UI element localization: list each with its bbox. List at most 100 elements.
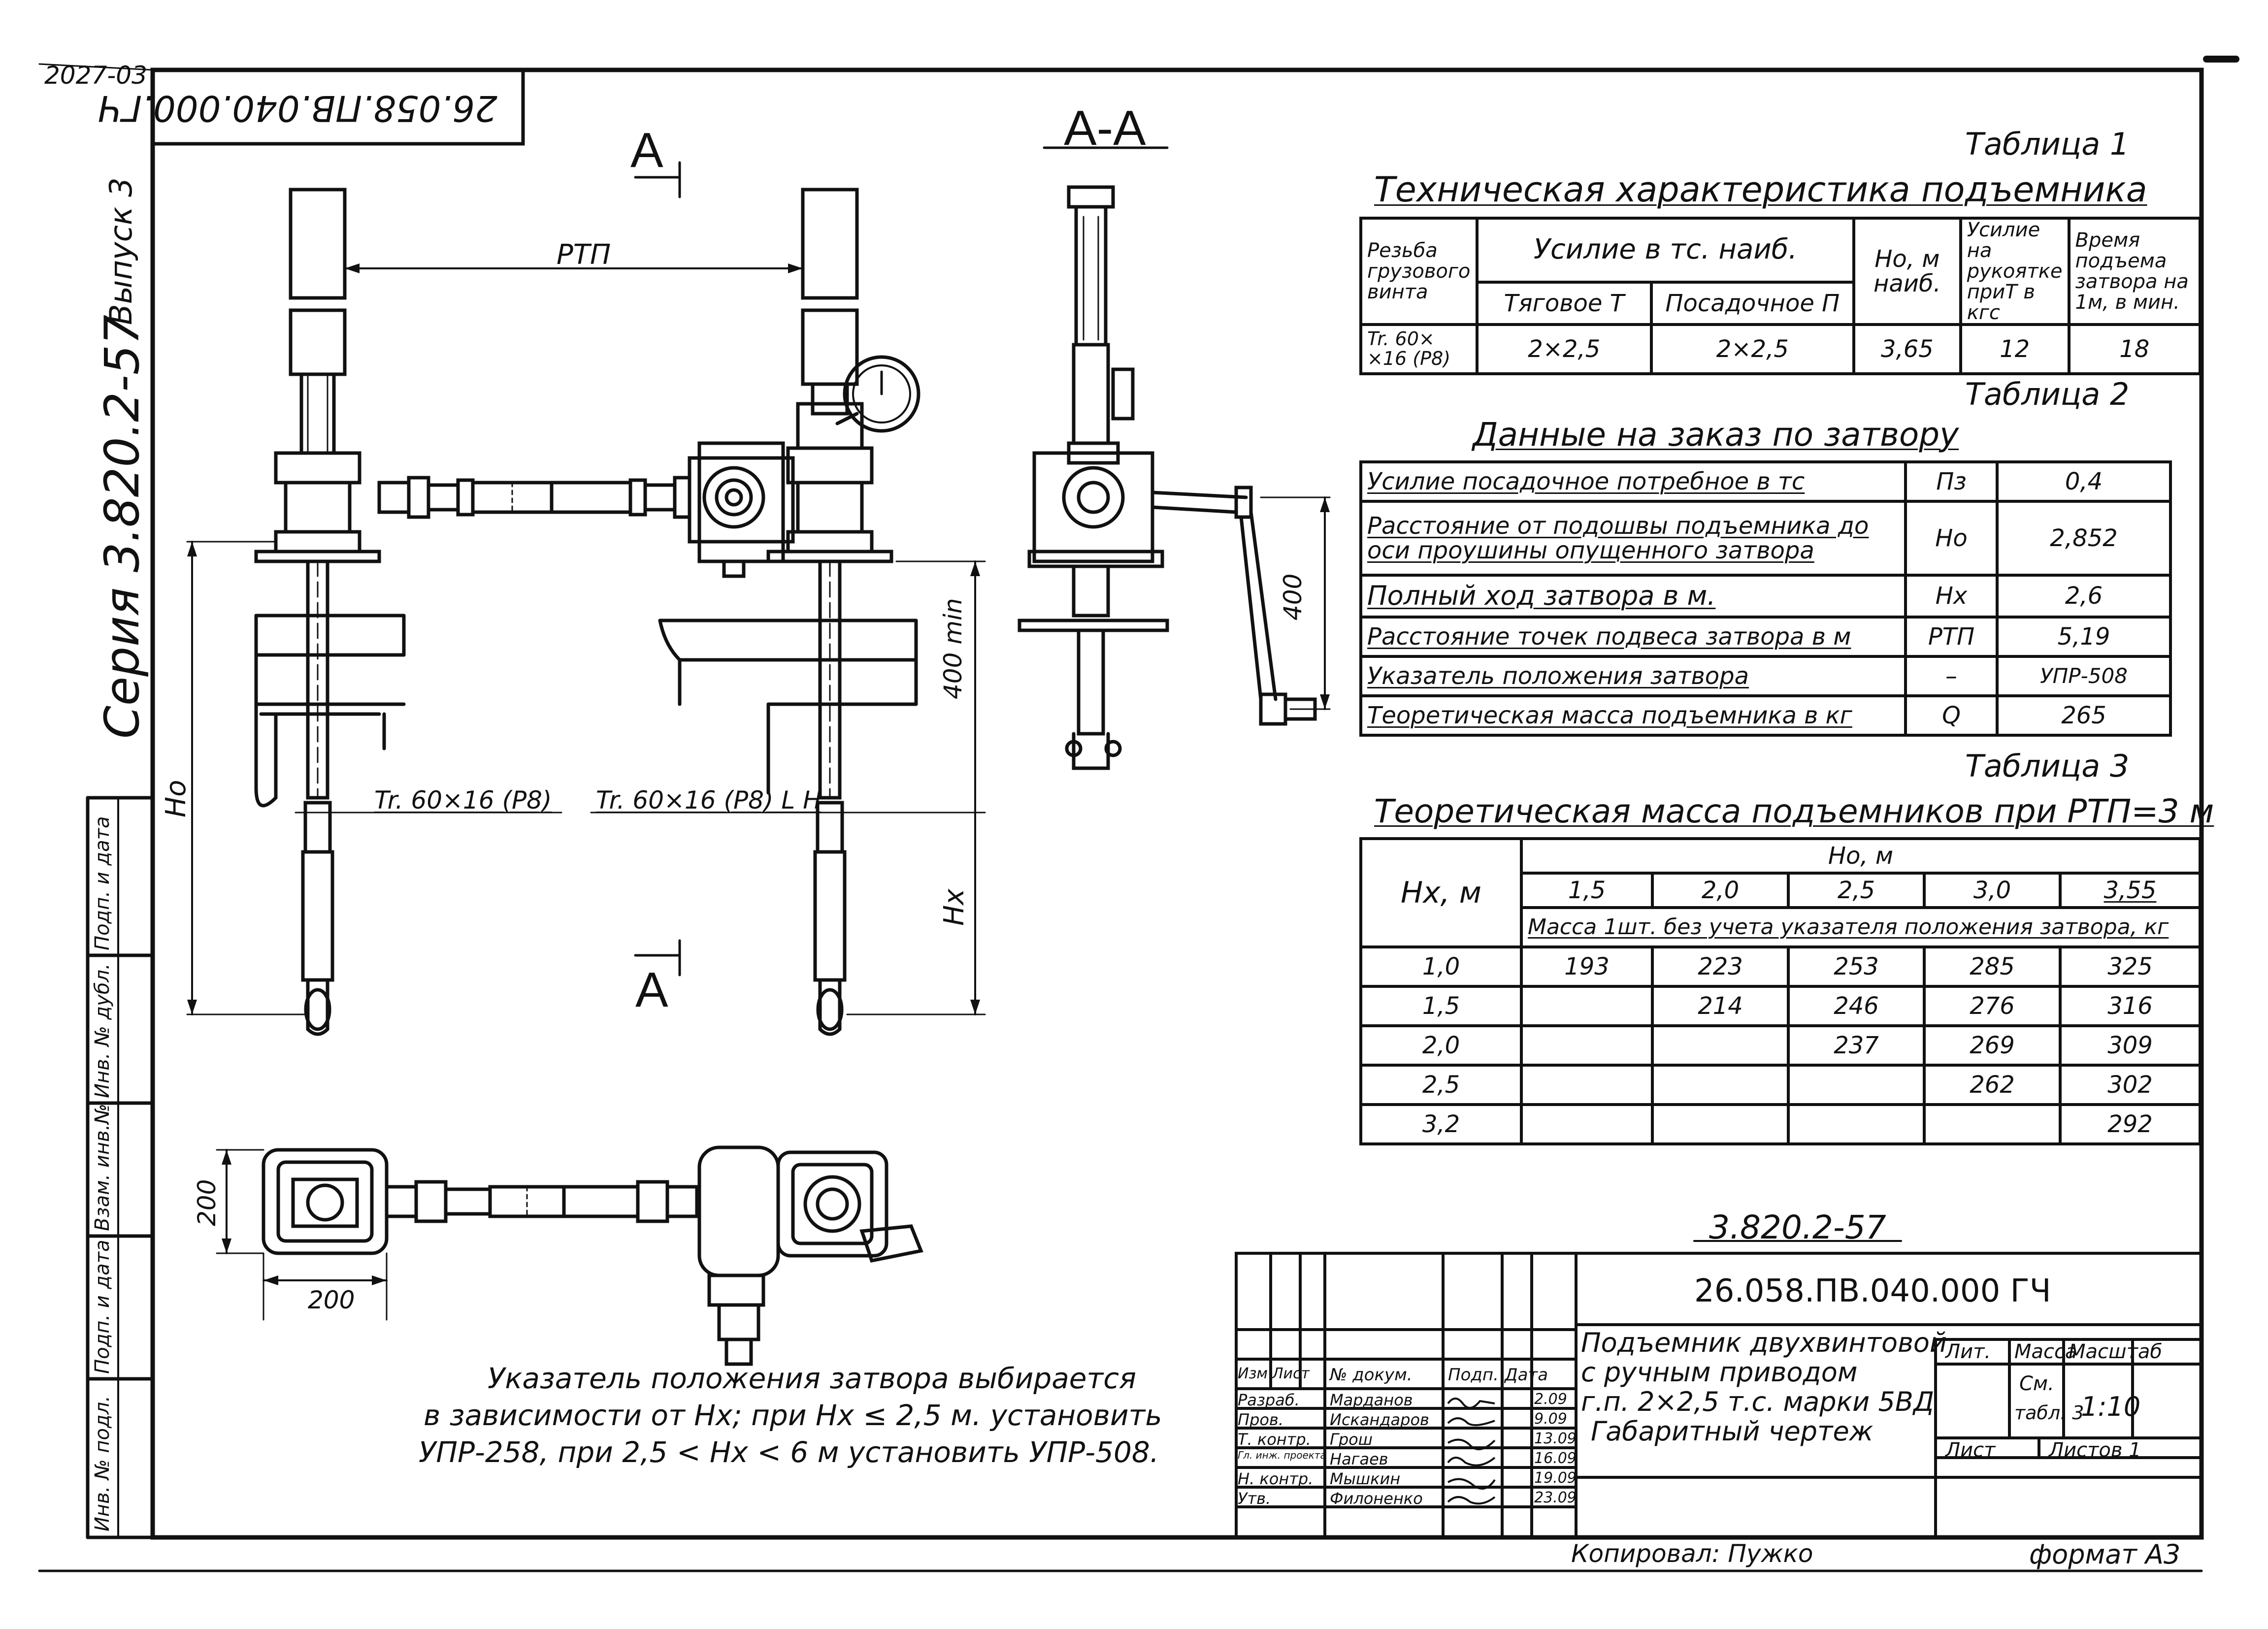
t1-h-seat: Посадочное П bbox=[1649, 280, 1856, 326]
t2-sym-3: РТП bbox=[1904, 616, 1999, 658]
tb-col-date: Дата bbox=[1505, 1365, 1548, 1385]
t3-ho-1: 2,0 bbox=[1651, 872, 1790, 909]
t3-h-ho: Но, м bbox=[1520, 837, 2202, 875]
tb-person-1: Искандаров bbox=[1330, 1410, 1429, 1429]
t3-h-mass: Масса 1шт. без учета указателя положения… bbox=[1520, 906, 2202, 948]
table2-label: Таблица 2 bbox=[1965, 376, 2130, 412]
t3-r2-2: 237 bbox=[1787, 1024, 1926, 1067]
t3-r3-3: 262 bbox=[1923, 1064, 2062, 1106]
gauge-icon bbox=[843, 355, 920, 433]
tb-date-4: 19.09 bbox=[1534, 1469, 1577, 1487]
t2-sym-0: Пз bbox=[1904, 460, 1999, 503]
tb-date-0: 2.09 bbox=[1534, 1391, 1567, 1408]
t1-h-ho: Но, м наиб. bbox=[1852, 217, 1962, 326]
thread-right: Tr. 60×16 (Р8) L H bbox=[596, 786, 822, 814]
tb-name-1: Подъемник двухвинтовой bbox=[1581, 1327, 1947, 1358]
issue-label: Выпуск 3 bbox=[103, 177, 139, 325]
t3-r1-0 bbox=[1520, 985, 1654, 1027]
tb-person-4: Мышкин bbox=[1330, 1469, 1401, 1488]
section-view bbox=[1018, 185, 1331, 770]
dim-400min: 400 min bbox=[939, 598, 967, 699]
tb-scale-val: 1:10 bbox=[2081, 1391, 2141, 1422]
t2-sym-2: Нх bbox=[1904, 574, 1999, 619]
side-stamp-2: Подп. и дата bbox=[91, 1239, 114, 1374]
t3-r1-1: 214 bbox=[1651, 985, 1790, 1027]
tb-role-0: Разраб. bbox=[1238, 1391, 1300, 1409]
tb-name-2: с ручным приводом bbox=[1581, 1357, 1858, 1388]
t2-name-4: Указатель положения затвора bbox=[1359, 655, 1907, 697]
tb-person-2: Грош bbox=[1330, 1430, 1373, 1449]
t1-pull: 2×2,5 bbox=[1475, 323, 1653, 375]
t3-r1-2: 246 bbox=[1787, 985, 1926, 1027]
dim-400: 400 bbox=[1279, 573, 1307, 620]
tb-col-izm: Изм bbox=[1238, 1365, 1268, 1382]
note-line-3: УПР-258, при 2,5 < Нх < 6 м установить У… bbox=[419, 1435, 1159, 1469]
t3-hx-3: 2,5 bbox=[1359, 1064, 1523, 1106]
t2-val-0: 0,4 bbox=[1996, 460, 2172, 503]
table1-title: Техническая характеристика подъемника bbox=[1374, 169, 2147, 210]
tb-role-1: Пров. bbox=[1238, 1410, 1283, 1429]
t2-name-5: Теоретическая масса подъемника в кг bbox=[1359, 694, 1907, 737]
format-label: формат А3 bbox=[2029, 1539, 2181, 1570]
side-stamp-1: Инв. № подл. bbox=[91, 1396, 114, 1531]
side-stamp-3: Взам. инв.№ bbox=[91, 1104, 114, 1231]
t3-h-hx: Нх, м bbox=[1359, 837, 1523, 948]
t3-r0-0: 193 bbox=[1520, 945, 1654, 988]
table3: Нх, м Но, м 1,5 2,0 2,5 3,0 3,55 Масса 1… bbox=[1359, 837, 2202, 1145]
tb-mass-val-2: табл. 3 bbox=[2014, 1402, 2084, 1424]
tb-role-3: Гл. инж. проекта bbox=[1238, 1449, 1326, 1461]
t1-ho: 3,65 bbox=[1852, 323, 1962, 375]
tb-col-list: Лист bbox=[1272, 1365, 1310, 1382]
tb-col-doc: № докум. bbox=[1330, 1365, 1413, 1385]
t3-r0-3: 285 bbox=[1923, 945, 2062, 988]
table1-label: Таблица 1 bbox=[1965, 126, 2130, 162]
table2-title: Данные на заказ по затвору bbox=[1473, 416, 1959, 454]
t2-name-3: Расстояние точек подвеса затвора в м bbox=[1359, 616, 1907, 658]
tb-date-5: 23.09 bbox=[1534, 1489, 1577, 1506]
t2-val-4: УПР-508 bbox=[1996, 655, 2172, 697]
dim-200-horizontal: 200 bbox=[308, 1286, 355, 1314]
t3-hx-0: 1,0 bbox=[1359, 945, 1523, 988]
t1-h-pull: Тяговое Т bbox=[1475, 280, 1653, 326]
t3-r2-1 bbox=[1651, 1024, 1790, 1067]
t3-ho-3: 3,0 bbox=[1923, 872, 2062, 909]
tb-name-4: Габаритный чертеж bbox=[1591, 1416, 1874, 1447]
mirrored-doc-code: 26.058.ПВ.040.000.ГЧ bbox=[98, 88, 497, 129]
tb-sheets: Листов 1 bbox=[2049, 1439, 2141, 1462]
t2-val-2: 2,6 bbox=[1996, 574, 2172, 619]
t1-time: 18 bbox=[2067, 323, 2202, 375]
t1-h-thread: Резьба грузового винта bbox=[1359, 217, 1479, 326]
t3-hx-4: 3,2 bbox=[1359, 1103, 1523, 1145]
tb-role-2: Т. контр. bbox=[1238, 1430, 1311, 1449]
t3-r4-1 bbox=[1651, 1103, 1790, 1145]
t3-r4-0 bbox=[1520, 1103, 1654, 1145]
tb-series-code: 3.820.2-57 bbox=[1709, 1208, 1886, 1246]
t2-sym-1: Но bbox=[1904, 500, 1999, 577]
front-view bbox=[186, 146, 1169, 1036]
t3-r4-2 bbox=[1787, 1103, 1926, 1145]
table3-title: Теоретическая масса подъемников при РТП=… bbox=[1374, 792, 2214, 830]
table2: Усилие посадочное потребное в тс Пз 0,4 … bbox=[1359, 460, 2172, 737]
t2-name-1: Расстояние от подошвы подъемника до оси … bbox=[1359, 500, 1907, 577]
t2-name-2: Полный ход затвора в м. bbox=[1359, 574, 1907, 619]
tb-doc-code: 26.058.ПВ.040.000 ГЧ bbox=[1694, 1273, 2051, 1309]
tb-h-mass: Масса bbox=[2014, 1340, 2077, 1363]
plan-view bbox=[216, 1145, 923, 1366]
tb-person-5: Филоненко bbox=[1330, 1489, 1423, 1508]
title-block bbox=[1235, 1240, 2203, 1539]
t3-r3-4: 302 bbox=[2059, 1064, 2202, 1106]
t2-sym-4: – bbox=[1904, 655, 1999, 697]
t2-val-5: 265 bbox=[1996, 694, 2172, 737]
section-mark-top: А bbox=[630, 123, 663, 178]
t3-r3-0 bbox=[1520, 1064, 1654, 1106]
t3-ho-4: 3,55 bbox=[2059, 872, 2202, 909]
tb-role-5: Утв. bbox=[1238, 1489, 1271, 1508]
t3-r0-2: 253 bbox=[1787, 945, 1926, 988]
tb-date-2: 13.09 bbox=[1534, 1430, 1577, 1447]
t3-ho-0: 1,5 bbox=[1520, 872, 1654, 909]
thread-left: Tr. 60×16 (Р8) bbox=[374, 786, 552, 814]
t3-r3-1 bbox=[1651, 1064, 1790, 1106]
tb-col-sign: Подп. bbox=[1448, 1365, 1499, 1385]
copied-by: Копировал: Пужко bbox=[1571, 1539, 1813, 1568]
ho-label: Но bbox=[160, 780, 192, 817]
